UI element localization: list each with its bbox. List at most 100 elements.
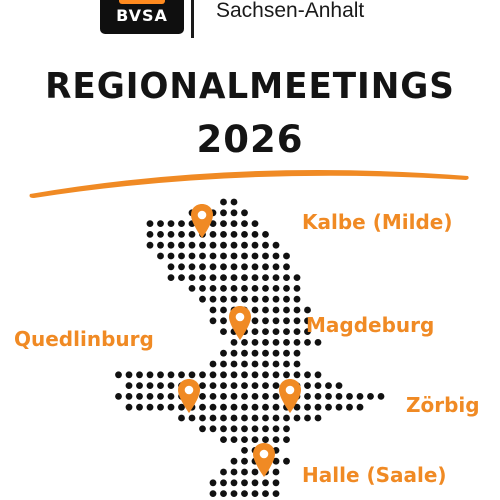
map-dot bbox=[293, 328, 301, 335]
map-dot bbox=[157, 393, 164, 400]
map-dot bbox=[251, 479, 259, 487]
map-dot bbox=[125, 393, 133, 400]
map-dot bbox=[251, 241, 259, 249]
map-dot bbox=[157, 382, 164, 389]
map-dot bbox=[241, 263, 248, 271]
map-dot bbox=[209, 252, 217, 260]
map-dot bbox=[304, 339, 311, 346]
map-dot bbox=[283, 252, 290, 260]
map-dot bbox=[220, 252, 227, 260]
map-dot bbox=[283, 371, 290, 379]
city-label-halle: Halle (Saale) bbox=[302, 463, 447, 487]
map-dot bbox=[325, 393, 332, 400]
map-dot bbox=[251, 274, 259, 281]
map-dot bbox=[199, 414, 206, 422]
map-dot bbox=[209, 425, 217, 433]
map-dot bbox=[220, 306, 227, 314]
map-dot bbox=[115, 371, 122, 379]
map-dot bbox=[251, 360, 259, 368]
map-dot bbox=[199, 382, 206, 389]
map-dot bbox=[230, 393, 238, 400]
map-dot bbox=[293, 403, 301, 411]
map-dot bbox=[230, 241, 238, 249]
map-dot bbox=[209, 306, 217, 314]
map-dot bbox=[251, 425, 259, 433]
map-dot bbox=[241, 285, 248, 292]
map-dot bbox=[241, 425, 248, 433]
map-dot bbox=[230, 382, 238, 389]
map-dot bbox=[230, 198, 238, 206]
map-dot bbox=[199, 393, 206, 400]
map-dot bbox=[199, 274, 206, 281]
map-dot bbox=[262, 349, 269, 357]
map-dot bbox=[199, 285, 206, 292]
map-dot bbox=[251, 371, 259, 379]
map-dot bbox=[220, 371, 227, 379]
map-dot bbox=[146, 382, 154, 389]
map-dot bbox=[188, 285, 196, 292]
map-dot bbox=[241, 447, 248, 454]
map-dot bbox=[335, 393, 343, 400]
map-dot bbox=[251, 382, 259, 389]
map-dot bbox=[157, 371, 164, 379]
map-dot bbox=[283, 295, 290, 303]
map-dot bbox=[251, 231, 259, 238]
map-dot bbox=[283, 360, 290, 368]
logo-roof-icon bbox=[119, 0, 165, 4]
map-dot bbox=[262, 403, 269, 411]
map-dot bbox=[230, 414, 238, 422]
map-dot bbox=[241, 241, 248, 249]
map-dot bbox=[220, 274, 227, 281]
map-dot bbox=[209, 371, 217, 379]
map-dot bbox=[230, 295, 238, 303]
map-dot bbox=[157, 252, 164, 260]
map-dot bbox=[325, 403, 332, 411]
map-dot bbox=[272, 457, 280, 465]
map-dot bbox=[230, 371, 238, 379]
map-dot bbox=[199, 295, 206, 303]
region-name: Sachsen-Anhalt bbox=[216, 0, 365, 22]
location-pin-icon bbox=[229, 306, 251, 340]
map-dot bbox=[262, 252, 269, 260]
map-dot bbox=[220, 349, 227, 357]
map-dot bbox=[230, 220, 238, 228]
map-dot bbox=[241, 209, 248, 217]
map-dot bbox=[262, 328, 269, 335]
map-dot bbox=[241, 414, 248, 422]
map-dot bbox=[220, 231, 227, 238]
map-dot bbox=[293, 317, 301, 325]
map-dot bbox=[157, 241, 164, 249]
map-dot bbox=[272, 285, 280, 292]
map-dot bbox=[188, 414, 196, 422]
map-dot bbox=[167, 393, 175, 400]
map-dot bbox=[209, 414, 217, 422]
map-dot bbox=[230, 349, 238, 357]
event-year: 2026 bbox=[196, 118, 304, 161]
map-dot bbox=[293, 285, 301, 292]
map-dot bbox=[188, 241, 196, 249]
map-dot bbox=[272, 306, 280, 314]
map-dot bbox=[304, 306, 311, 314]
event-title: REGIONALMEETINGS bbox=[45, 66, 455, 107]
map-dot bbox=[136, 393, 143, 400]
map-dot bbox=[230, 425, 238, 433]
map-dot bbox=[220, 479, 227, 487]
map-dot bbox=[272, 241, 280, 249]
map-dot bbox=[314, 393, 322, 400]
map-dot bbox=[272, 274, 280, 281]
map-dot bbox=[167, 252, 175, 260]
map-dot bbox=[220, 425, 227, 433]
map-dot bbox=[178, 220, 185, 228]
map-dot bbox=[199, 371, 206, 379]
map-dot bbox=[220, 317, 227, 325]
map-dot bbox=[178, 274, 185, 281]
map-dot bbox=[272, 360, 280, 368]
map-dot bbox=[220, 490, 227, 497]
map-dot bbox=[220, 198, 227, 206]
map-dot bbox=[167, 274, 175, 281]
map-dot bbox=[146, 231, 154, 238]
map-dot bbox=[230, 403, 238, 411]
map-dot bbox=[178, 414, 185, 422]
map-dot bbox=[178, 403, 185, 411]
map-dot bbox=[251, 317, 259, 325]
